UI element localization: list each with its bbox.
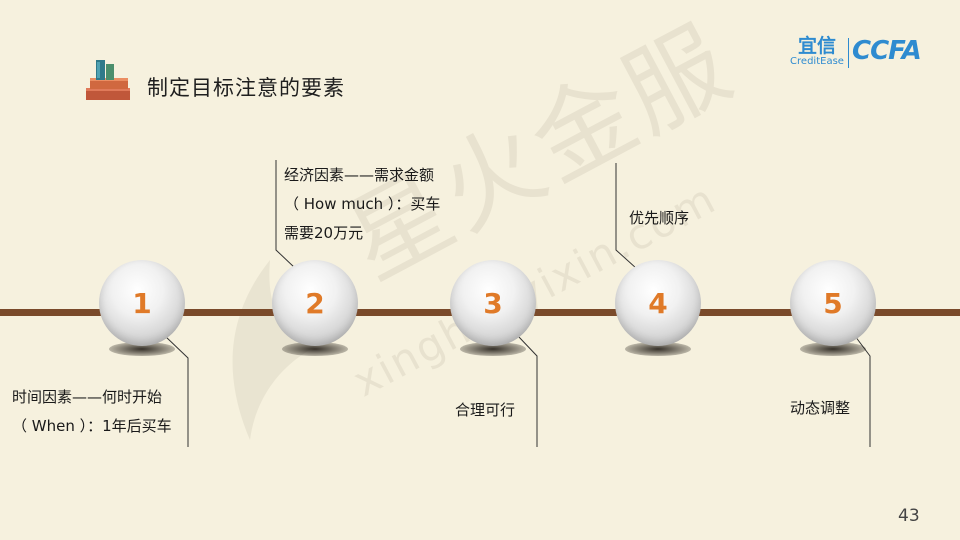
- step-ball-2: 2: [272, 260, 358, 346]
- step-number-3: 3: [483, 287, 503, 320]
- step-text-4: 优先顺序: [629, 204, 689, 233]
- ball-shadow-3: [460, 342, 526, 356]
- step-text-5: 动态调整: [790, 394, 850, 423]
- logo-brand-cn: 宜信: [797, 35, 836, 57]
- step-ball-5: 5: [790, 260, 876, 346]
- ball-shadow-1: [109, 342, 175, 356]
- connector-5: [854, 335, 871, 447]
- step-number-4: 4: [648, 287, 668, 320]
- connector-3: [517, 335, 538, 447]
- step-3-line-1: 合理可行: [455, 401, 516, 419]
- watermark-swoosh-icon: [232, 260, 330, 440]
- connector-2: [275, 160, 296, 269]
- step-ball-4: 4: [615, 260, 701, 346]
- page-number: 43: [898, 506, 920, 526]
- step-number-5: 5: [823, 287, 843, 320]
- step-text-3: 合理可行: [455, 396, 515, 425]
- ccfa-logo: CCFA: [852, 36, 922, 66]
- step-1-line-2: （ When ）：1年后买车: [12, 417, 172, 435]
- step-text-2: 经济因素——需求金额 （ How much ）：买车 需要20万元: [284, 161, 440, 248]
- ball-shadow-4: [625, 342, 691, 356]
- ball-shadow-2: [282, 342, 348, 356]
- step-number-2: 2: [305, 287, 325, 320]
- step-1-line-1: 时间因素——何时开始: [12, 388, 163, 406]
- creditease-logo: 宜信 CreditEase: [788, 36, 846, 67]
- step-ball-1: 1: [99, 260, 185, 346]
- step-2-line-1: 经济因素——需求金额: [284, 166, 435, 184]
- page-title: 制定目标注意的要素: [147, 76, 345, 100]
- step-2-line-2: （ How much ）：买车: [284, 195, 441, 213]
- step-2-line-3: 需要20万元: [284, 224, 364, 242]
- step-ball-3: 3: [450, 260, 536, 346]
- step-number-1: 1: [132, 287, 152, 320]
- step-5-line-1: 动态调整: [790, 399, 851, 417]
- ball-shadow-5: [800, 342, 866, 356]
- step-4-line-1: 优先顺序: [629, 209, 690, 227]
- step-text-1: 时间因素——何时开始 （ When ）：1年后买车: [12, 383, 172, 441]
- books-icon: [86, 60, 130, 100]
- connector-1: [164, 335, 189, 447]
- logo-divider: [848, 38, 849, 68]
- logo-brand-en: CreditEase: [790, 56, 844, 67]
- connector-4: [615, 163, 637, 269]
